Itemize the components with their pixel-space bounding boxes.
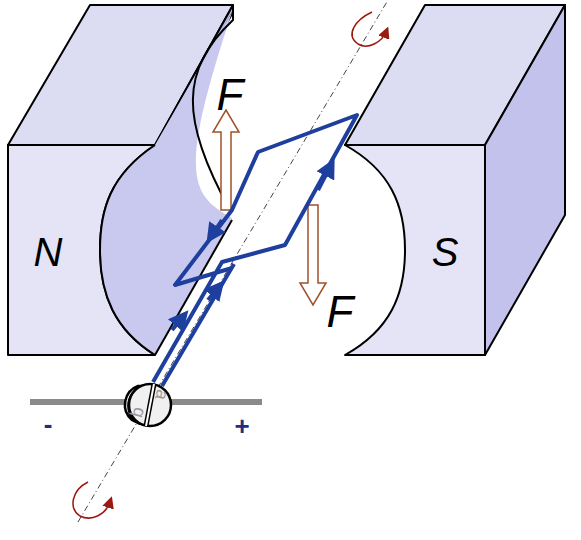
- force-arrow: [300, 205, 326, 305]
- armature-coil: [153, 115, 357, 386]
- polarity-sign: -: [44, 411, 53, 437]
- force-label: F: [327, 290, 354, 334]
- rotation-arrow: [352, 12, 386, 46]
- rotation-axis: [78, 0, 388, 522]
- rotation-arrow: [73, 482, 110, 518]
- south-magnet: [345, 5, 565, 355]
- force-arrow: [213, 110, 239, 210]
- pole-label: S: [432, 232, 459, 272]
- force-label: F: [217, 73, 244, 117]
- polarity-sign: +: [234, 413, 249, 439]
- commutator: [125, 384, 171, 426]
- pole-label: N: [34, 232, 63, 272]
